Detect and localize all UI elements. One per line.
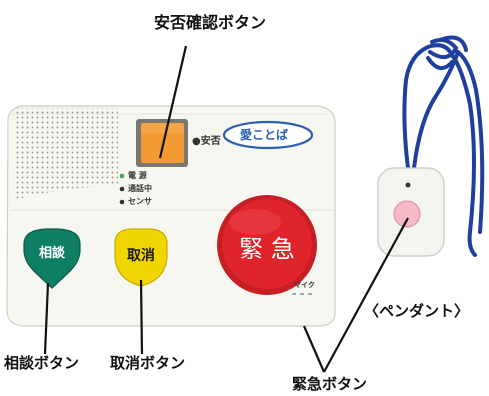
indicator-power-label: 電 源 bbox=[128, 171, 147, 180]
pendant-callout: 〈ペンダント〉 bbox=[364, 302, 470, 320]
mic-label: マイク bbox=[294, 281, 315, 289]
emergency-button-label: 緊 急 bbox=[239, 235, 295, 263]
cancel-button-label: 取消 bbox=[127, 248, 155, 264]
brand-badge-text: 愛ことば bbox=[240, 128, 289, 142]
emergency-callout: 緊急ボタン bbox=[292, 375, 368, 393]
indicator-sensor-label: センサ bbox=[128, 197, 152, 206]
indicator-lamps bbox=[119, 173, 125, 205]
emergency-button[interactable] bbox=[217, 195, 317, 295]
safety-check-button[interactable] bbox=[136, 119, 188, 167]
consult-button[interactable] bbox=[23, 228, 81, 289]
consult-button-label: 相談 bbox=[38, 246, 65, 261]
consult-callout: 相談ボタン bbox=[4, 354, 80, 372]
speaker-grille bbox=[14, 108, 118, 200]
indicator-call-label: 通話中 bbox=[128, 184, 152, 193]
safety-check-callout: 安否確認ボタン bbox=[154, 13, 267, 32]
pendant-cord bbox=[402, 35, 485, 257]
pendant-button[interactable] bbox=[393, 200, 421, 228]
cancel-button[interactable] bbox=[114, 228, 168, 287]
callout-lines bbox=[43, 45, 409, 373]
safety-label: ●安否 bbox=[192, 136, 221, 147]
cancel-callout: 取消ボタン bbox=[110, 354, 186, 372]
brand-badge bbox=[222, 120, 314, 150]
